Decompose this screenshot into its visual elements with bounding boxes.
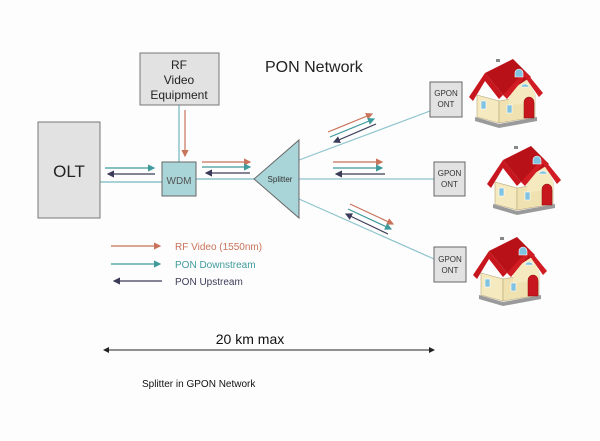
gpon-ont-3-box	[433, 246, 467, 283]
rf-label-line2: Video	[164, 73, 195, 87]
gpon-ont-2-box	[433, 161, 466, 197]
legend-rf-label: RF Video (1550nm)	[175, 242, 262, 253]
splitter-label: Splitter	[268, 175, 293, 184]
legend-downstream-label: PON Downstream	[175, 260, 256, 271]
house-icon-2	[486, 145, 562, 216]
branch3-rf-arrow	[349, 203, 395, 225]
branch3-downstream-arrow	[347, 208, 393, 230]
splitter-shape	[253, 138, 300, 220]
gpon-ont-2-line1: GPON	[438, 169, 462, 178]
splitter-ont1-fiber	[298, 110, 431, 161]
rf-label-line3: Equipment	[150, 88, 208, 102]
branch3-upstream-arrow	[344, 213, 389, 235]
olt-label: OLT	[53, 162, 85, 181]
branch1-downstream-arrow	[329, 117, 376, 138]
rf-label-line1: RF	[171, 58, 187, 72]
legend-upstream-label: PON Upstream	[175, 277, 243, 288]
distance-label: 20 km max	[216, 331, 284, 347]
gpon-ont-3-line2: ONT	[442, 266, 459, 275]
wdm-label: WDM	[167, 176, 192, 187]
gpon-ont-2-line2: ONT	[441, 180, 458, 189]
diagram-title: PON Network	[265, 59, 364, 76]
gpon-ont-1-line1: GPON	[434, 89, 458, 98]
branch1-upstream-arrow	[332, 123, 377, 143]
house-icon-3	[472, 236, 548, 307]
legend: RF Video (1550nm) PON Downstream PON Ups…	[111, 242, 262, 288]
gpon-ont-1-box	[429, 81, 463, 118]
house-icon-1	[468, 58, 544, 129]
branch1-rf-arrow	[327, 112, 374, 133]
olt-box	[37, 121, 101, 219]
caption: Splitter in GPON Network	[142, 379, 256, 390]
splitter-ont3-fiber	[298, 198, 435, 260]
gpon-ont-1-line2: ONT	[438, 100, 455, 109]
gpon-ont-3-line1: GPON	[438, 255, 462, 264]
wdm-box	[161, 161, 197, 197]
rf-video-equipment-box	[139, 52, 220, 106]
